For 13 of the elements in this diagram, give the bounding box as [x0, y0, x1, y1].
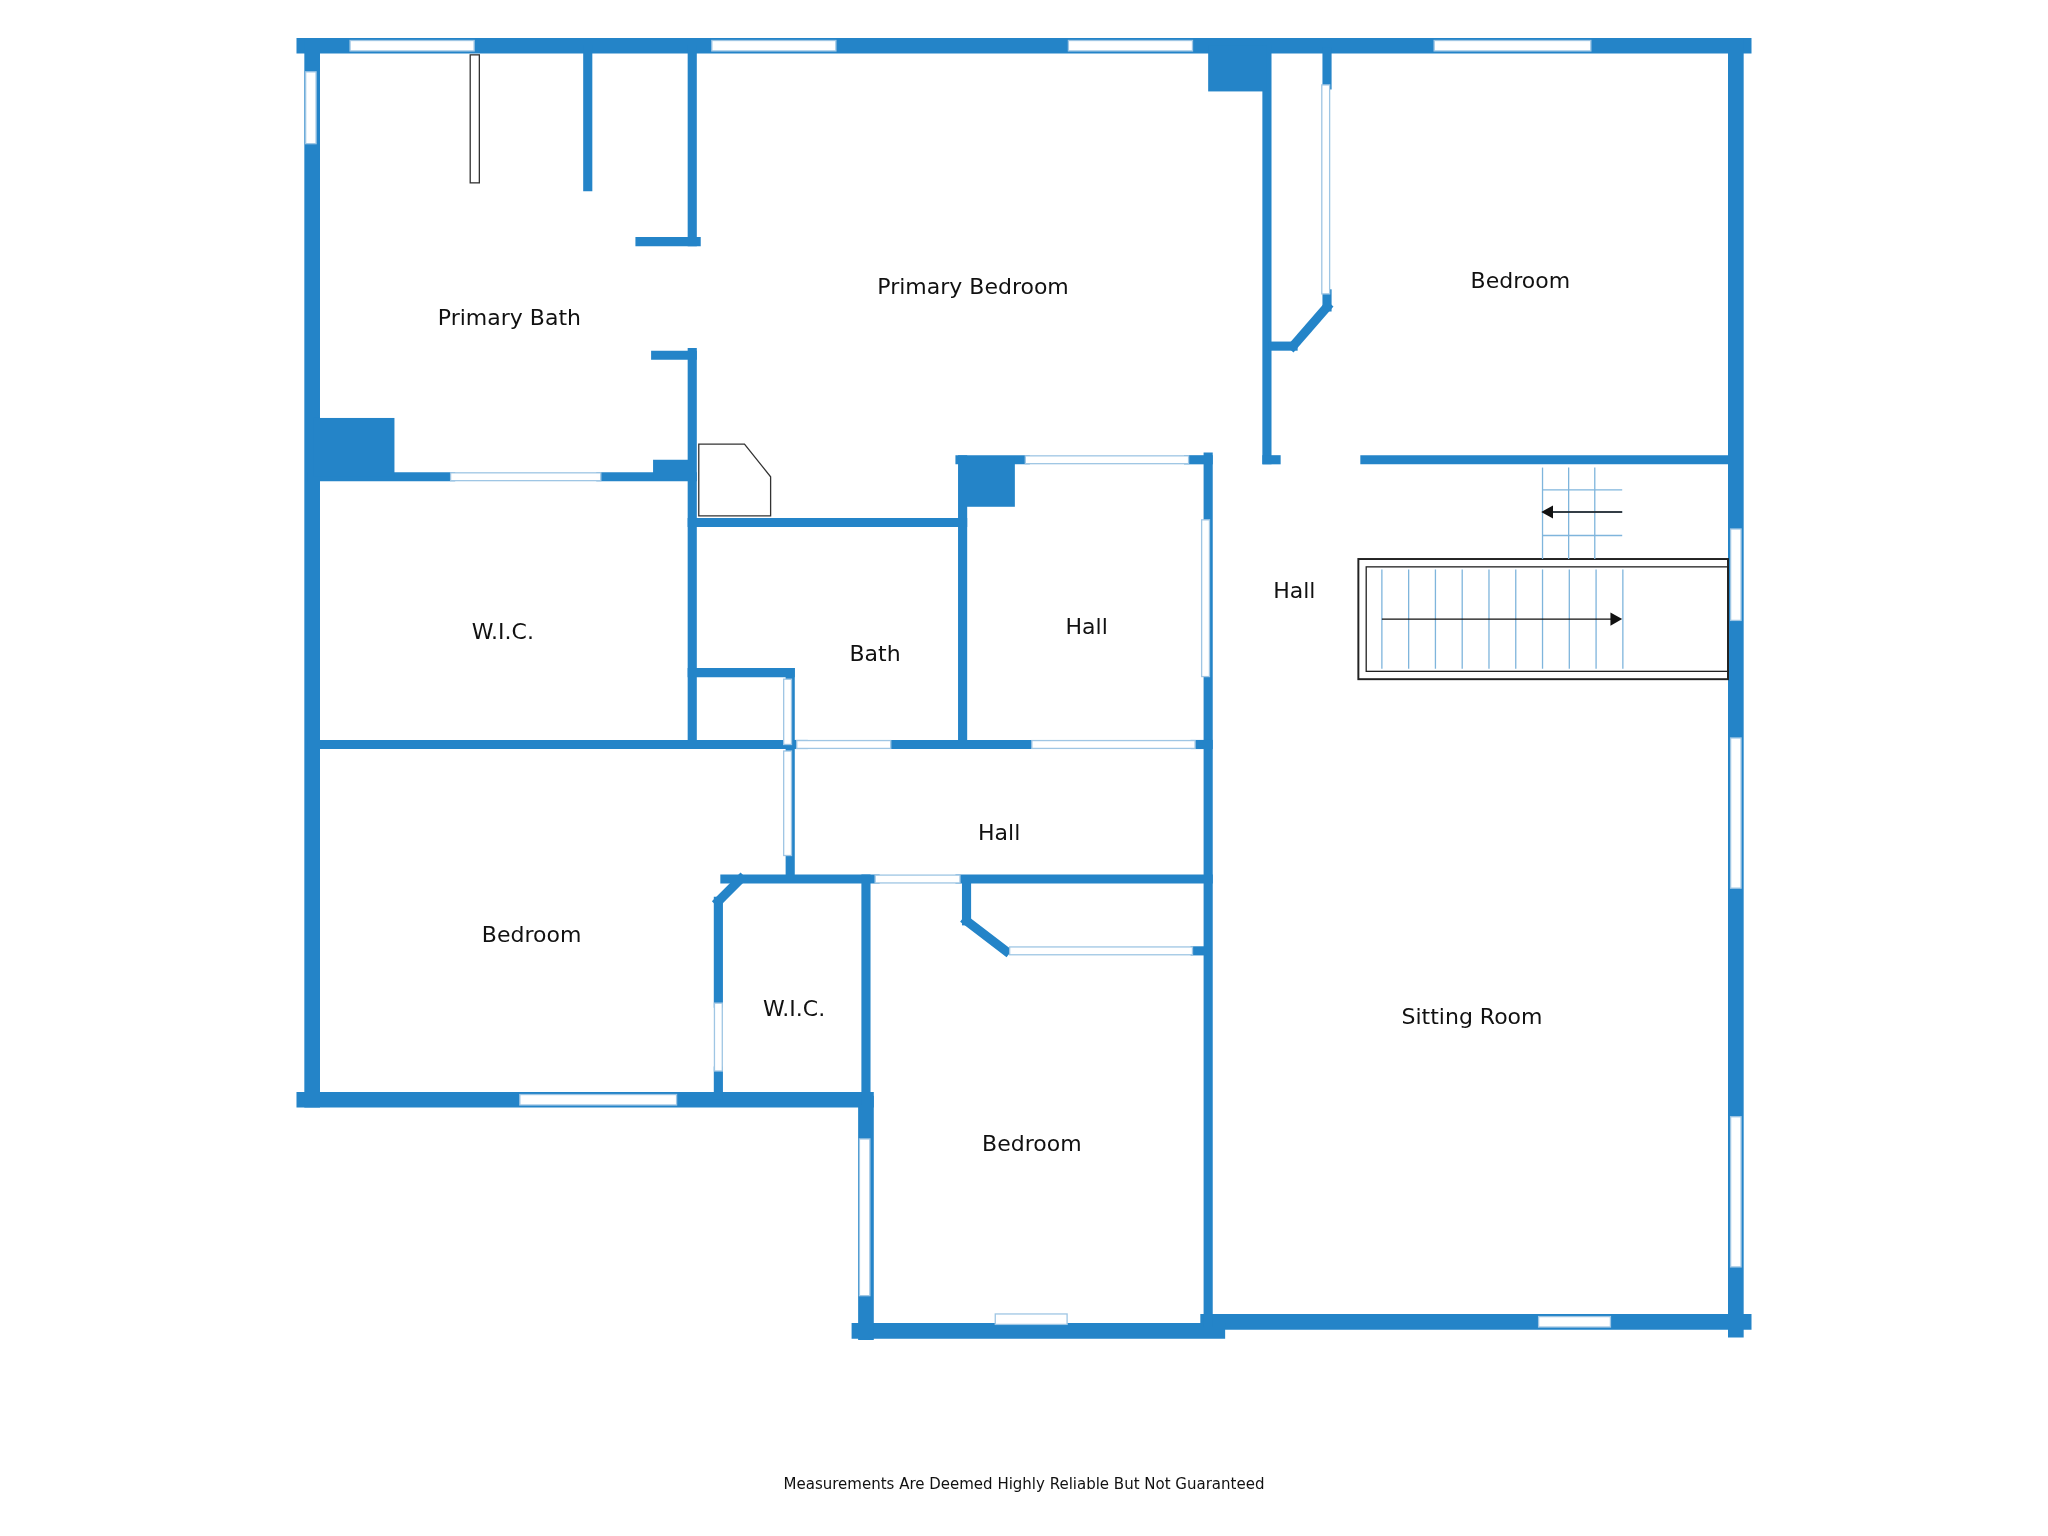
room-label: W.I.C. — [471, 618, 534, 644]
room-label: Bath — [849, 640, 901, 666]
room-label: Hall — [1273, 577, 1316, 603]
room-label: Bedroom — [982, 1130, 1082, 1156]
room-label: Sitting Room — [1401, 1003, 1543, 1029]
room-label: Bedroom — [1470, 267, 1571, 292]
room-label: Hall — [978, 819, 1021, 845]
room-label: Primary Bedroom — [877, 273, 1069, 299]
disclaimer-note: Measurements Are Deemed Highly Reliable But Not Guaranteed — [783, 1474, 1265, 1493]
room-label: Bedroom — [481, 921, 582, 947]
room-label: Hall — [1065, 613, 1108, 639]
room-label: W.I.C. — [763, 995, 826, 1021]
room-label: Primary Bath — [437, 304, 581, 330]
